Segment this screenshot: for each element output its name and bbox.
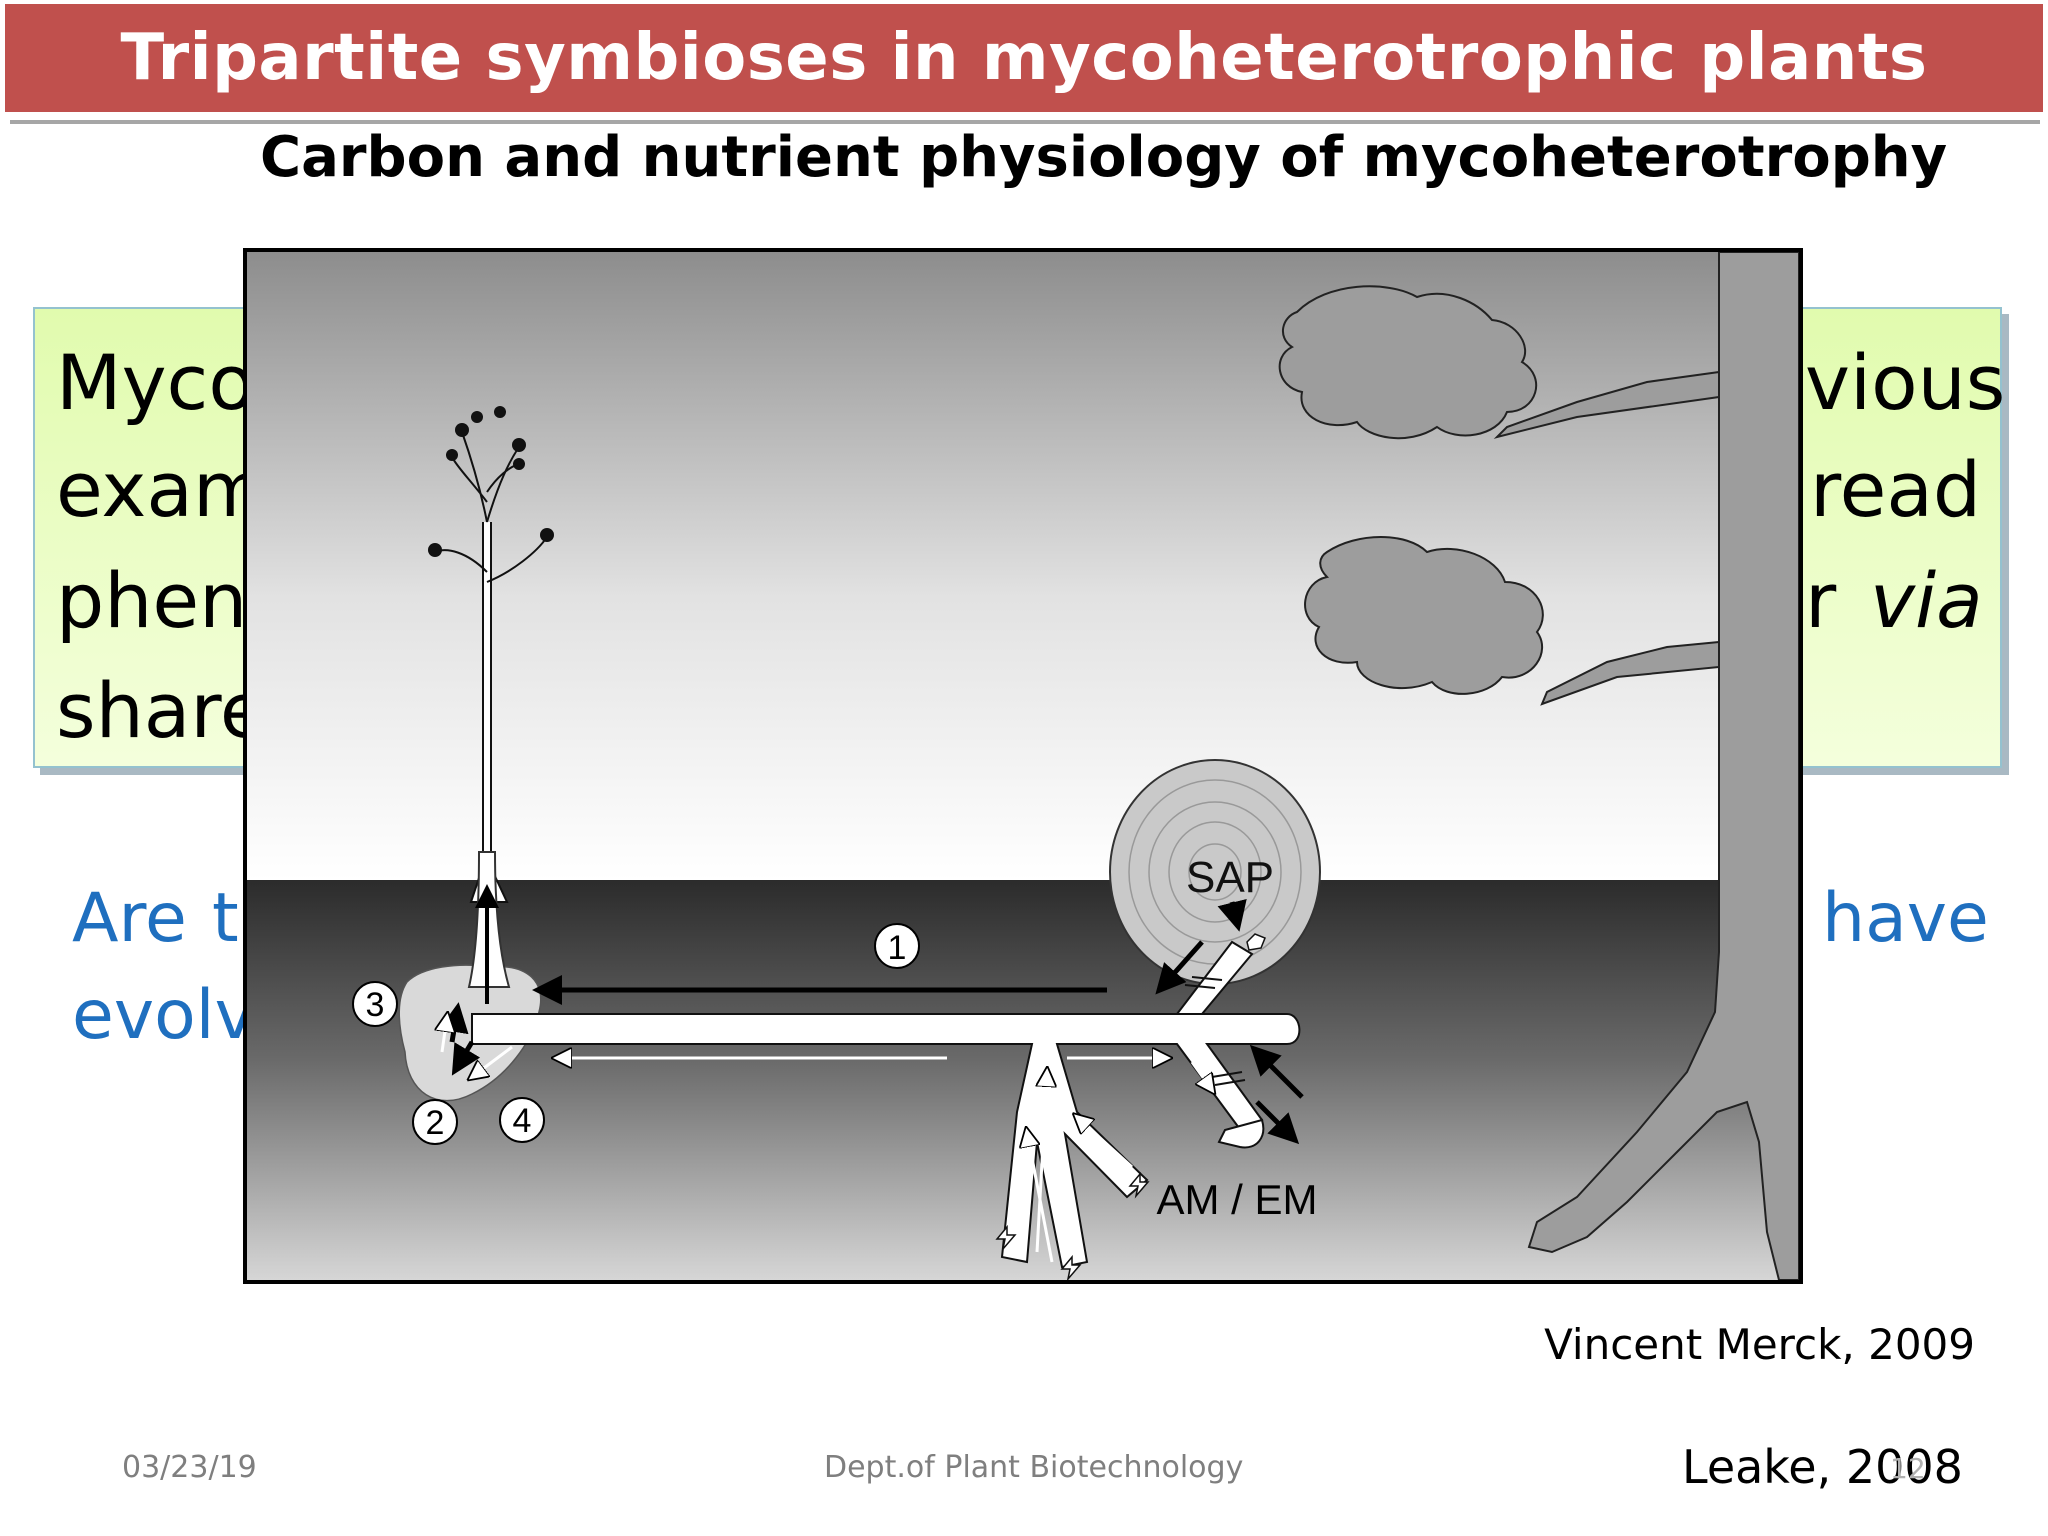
spore-tips — [995, 933, 1266, 1280]
marker-2 — [412, 1099, 458, 1145]
hypha-bands — [1184, 976, 1246, 1086]
footer-citation: Leake, 2008 — [1682, 1440, 1963, 1494]
slide-title: Tripartite symbioses in mycoheterotrophi… — [5, 4, 2043, 112]
marker-1 — [874, 923, 920, 969]
box-line-1-right: vious — [1805, 338, 2006, 427]
box-line-3-left: phen — [56, 556, 248, 645]
sap-log — [1109, 759, 1321, 985]
box-line-1-left: Myco — [56, 338, 255, 427]
marker-3 — [352, 981, 398, 1027]
slide-subtitle: Carbon and nutrient physiology of mycohe… — [260, 125, 1948, 190]
page-number: 12 — [1890, 1452, 1926, 1485]
sap-label: SAP — [1186, 853, 1274, 902]
plant-flower-buds — [428, 406, 554, 557]
box-line-2-left: exam — [56, 445, 268, 534]
footer-department: Dept.of Plant Biotechnology — [824, 1450, 1244, 1485]
box-line-3-right-r: r — [1805, 556, 1837, 645]
question-line-1-are: Are — [72, 879, 187, 958]
marker-4-label: 4 — [513, 1102, 532, 1140]
box-line-2-right: read — [1810, 445, 1982, 534]
sky-area — [247, 252, 1799, 880]
carbon-flow-arrows — [438, 898, 1304, 1145]
mycoheterotrophy-diagram: 1 3 2 4 SAP AM / EM — [243, 248, 1803, 1284]
marker-3-label: 3 — [366, 986, 385, 1024]
title-divider — [10, 120, 2040, 124]
nutrient-flow-arrows — [442, 1017, 1212, 1263]
question-line-2-left: evolv — [72, 976, 255, 1055]
marker-1-label: 1 — [888, 929, 907, 967]
question-line-1-right: have — [1822, 879, 1989, 958]
box-line-4-left: share — [56, 666, 267, 755]
marker-2-label: 2 — [426, 1104, 445, 1142]
question-line-1-t: t — [212, 879, 239, 958]
footer-date: 03/23/19 — [122, 1450, 257, 1485]
box-line-3-right-via: via — [1870, 556, 1983, 645]
marker-4 — [499, 1097, 545, 1143]
tree — [1278, 252, 1799, 1280]
image-credit: Vincent Merck, 2009 — [1544, 1320, 1975, 1369]
am-em-label: AM / EM — [1156, 1176, 1317, 1223]
